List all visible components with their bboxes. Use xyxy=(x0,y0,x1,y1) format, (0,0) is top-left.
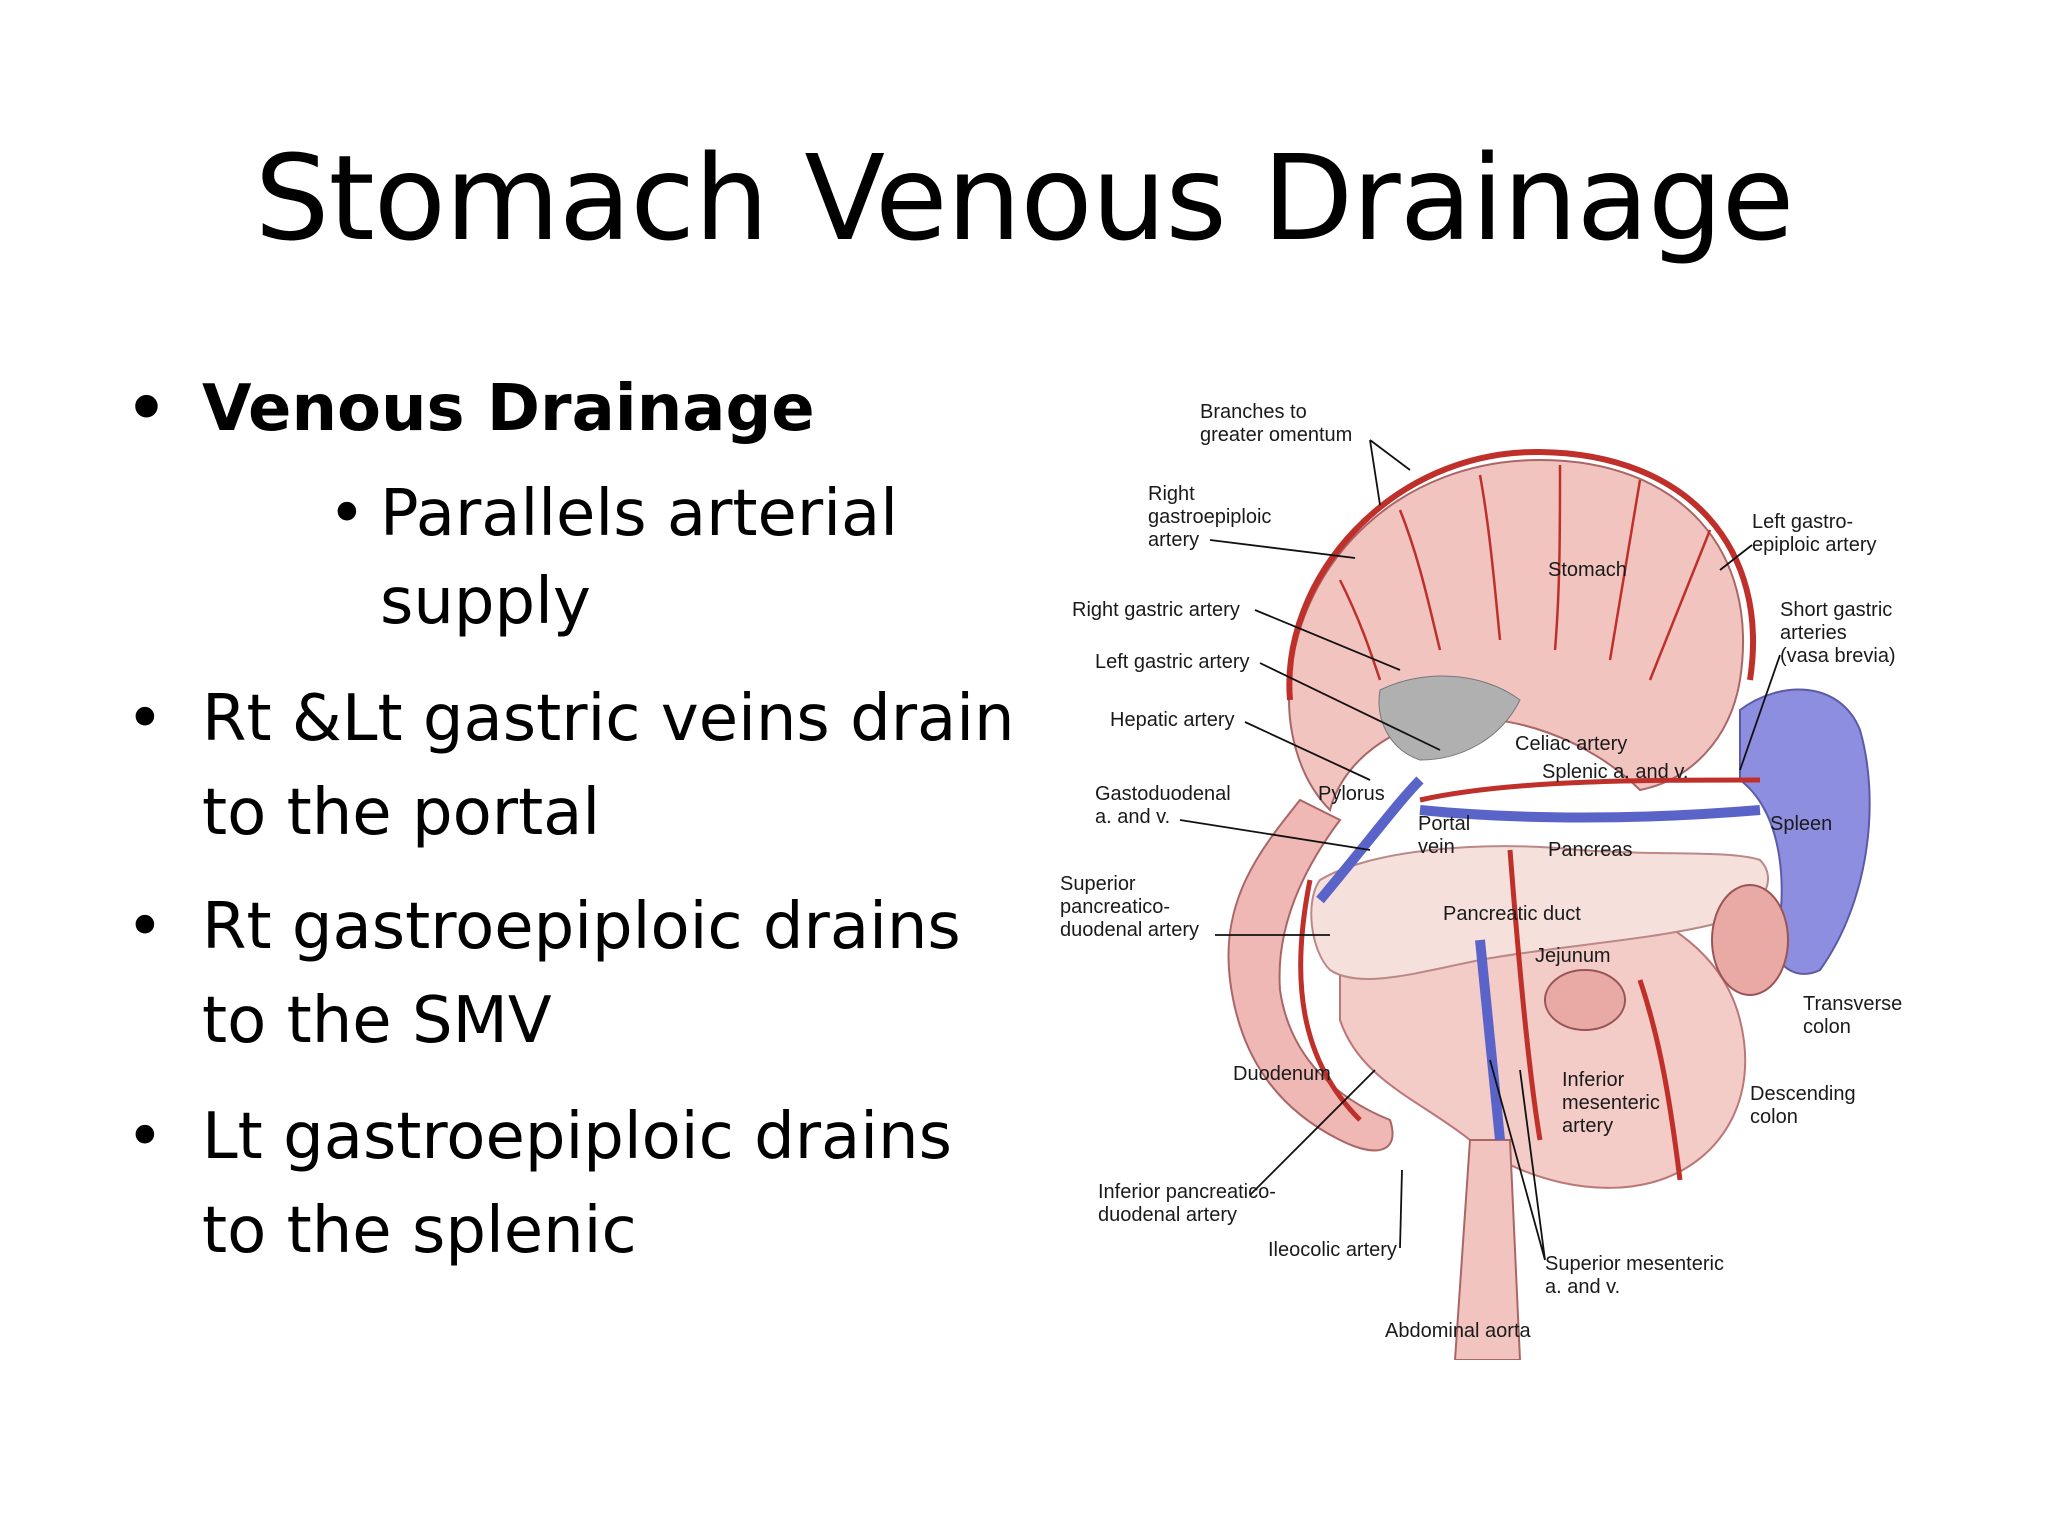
label-splenic: Splenic a. and v. xyxy=(1542,761,1688,783)
label-hepatic: Hepatic artery xyxy=(1110,709,1235,731)
lesser-omentum xyxy=(1378,675,1521,761)
label-ileocolic: Ileocolic artery xyxy=(1268,1239,1397,1261)
label-sup-pancreaticoduodenal-3: duodenal artery xyxy=(1060,919,1199,941)
greater-curvature-artery xyxy=(1286,448,1757,701)
slide-title: Stomach Venous Drainage xyxy=(254,129,1795,267)
label-spleen: Spleen xyxy=(1770,813,1832,835)
bullet-rt-gastroepiploic: • Rt gastroepiploic drains to the SMV xyxy=(126,880,1022,1068)
label-inferior-mesenteric-2: mesenteric xyxy=(1562,1092,1660,1114)
label-inf-pancreaticoduodenal-2: duodenal artery xyxy=(1098,1204,1237,1226)
colon-ring xyxy=(1711,884,1789,996)
label-duodenum: Duodenum xyxy=(1233,1063,1331,1085)
label-abdominal-aorta: Abdominal aorta xyxy=(1385,1320,1532,1342)
label-transverse-colon-2: colon xyxy=(1803,1016,1851,1038)
label-left-gastric: Left gastric artery xyxy=(1095,651,1250,673)
label-inf-pancreaticoduodenal: Inferior pancreatico- xyxy=(1098,1181,1276,1203)
bullet-dot: • xyxy=(126,682,164,756)
label-superior-mesenteric-2: a. and v. xyxy=(1545,1276,1620,1298)
bullet-dot: • xyxy=(328,477,366,551)
label-left-gastroepiploic: Left gastro- xyxy=(1752,511,1853,533)
bullet-venous-drainage: • Venous Drainage xyxy=(126,364,815,454)
label-jejunum: Jejunum xyxy=(1535,945,1611,967)
label-inferior-mesenteric: Inferior xyxy=(1562,1069,1625,1091)
label-gastroduodenal: Gastoduodenal xyxy=(1095,783,1231,805)
label-superior-mesenteric: Superior mesenteric xyxy=(1545,1253,1724,1275)
gastric-branches xyxy=(1338,464,1712,681)
label-portal-vein: Portal xyxy=(1418,813,1470,835)
bullet-text: Parallels arterial supply xyxy=(380,477,898,639)
label-right-gastroepiploic-3: artery xyxy=(1148,529,1199,551)
label-branches: Branches to xyxy=(1200,401,1307,423)
label-inferior-mesenteric-3: artery xyxy=(1562,1115,1613,1137)
label-celiac: Celiac artery xyxy=(1515,733,1627,755)
label-sup-pancreaticoduodenal: Superior xyxy=(1060,873,1136,895)
duodenum-shape xyxy=(1227,798,1394,1152)
spleen-shape xyxy=(1739,688,1871,975)
bullet-text: Rt &Lt gastric veins drain to the portal xyxy=(202,682,1015,850)
label-right-gastric: Right gastric artery xyxy=(1072,599,1240,621)
label-short-gastric-3: (vasa brevia) xyxy=(1780,645,1896,667)
label-branches-2: greater omentum xyxy=(1200,424,1352,446)
label-descending-colon: Descending xyxy=(1750,1083,1856,1105)
label-pancreatic-duct: Pancreatic duct xyxy=(1443,903,1581,925)
bullet-dot: • xyxy=(126,890,164,964)
anatomy-illustration: Branches to greater omentum Right gastro… xyxy=(1060,401,1902,1360)
label-portal-vein-2: vein xyxy=(1418,836,1455,858)
label-descending-colon-2: colon xyxy=(1750,1106,1798,1128)
label-right-gastroepiploic: Right xyxy=(1148,483,1195,505)
label-short-gastric: Short gastric xyxy=(1780,599,1892,621)
sub-bullet-parallels: • Parallels arterial supply xyxy=(328,470,940,646)
bullet-text: Rt gastroepiploic drains to the SMV xyxy=(202,890,961,1058)
bullet-dot: • xyxy=(126,372,167,446)
jejunum-shape xyxy=(1544,969,1626,1031)
main-arteries xyxy=(1298,777,1761,1181)
label-stomach: Stomach xyxy=(1548,559,1627,581)
label-short-gastric-2: arteries xyxy=(1780,622,1847,644)
label-pancreas: Pancreas xyxy=(1548,839,1633,861)
bullet-dot: • xyxy=(126,1100,164,1174)
bullet-text: Lt gastroepiploic drains to the splenic xyxy=(202,1100,952,1268)
label-left-gastroepiploic-2: epiploic artery xyxy=(1752,534,1877,556)
stomach-shape xyxy=(1288,458,1745,812)
bullet-lt-gastroepiploic: • Lt gastroepiploic drains to the spleni… xyxy=(126,1090,1022,1278)
bullet-gastric-veins: • Rt &Lt gastric veins drain to the port… xyxy=(126,672,1022,860)
bullet-text: Venous Drainage xyxy=(202,372,815,446)
stomach-anatomy-figure: Branches to greater omentum Right gastro… xyxy=(1040,380,2040,1360)
label-gastroduodenal-2: a. and v. xyxy=(1095,806,1170,828)
label-sup-pancreaticoduodenal-2: pancreatico- xyxy=(1060,896,1170,918)
label-right-gastroepiploic-2: gastroepiploic xyxy=(1148,506,1271,528)
label-transverse-colon: Transverse xyxy=(1803,993,1902,1015)
portal-splenic-veins xyxy=(1316,776,1761,1141)
label-pylorus: Pylorus xyxy=(1318,783,1385,805)
